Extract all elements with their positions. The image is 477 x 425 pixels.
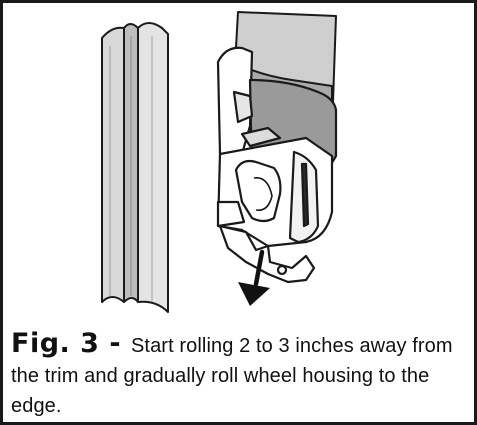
figure-label: Fig. 3 - [11, 328, 131, 359]
direction-arrow-icon [238, 249, 270, 306]
trim-molding [101, 22, 169, 313]
figure-caption-text: Start rolling 2 to 3 inches away from th… [11, 335, 453, 417]
wheel-housing [216, 46, 338, 284]
figure-caption: Fig. 3 - Start rolling 2 to 3 inches awa… [11, 329, 473, 421]
figure-illustration [101, 11, 338, 313]
